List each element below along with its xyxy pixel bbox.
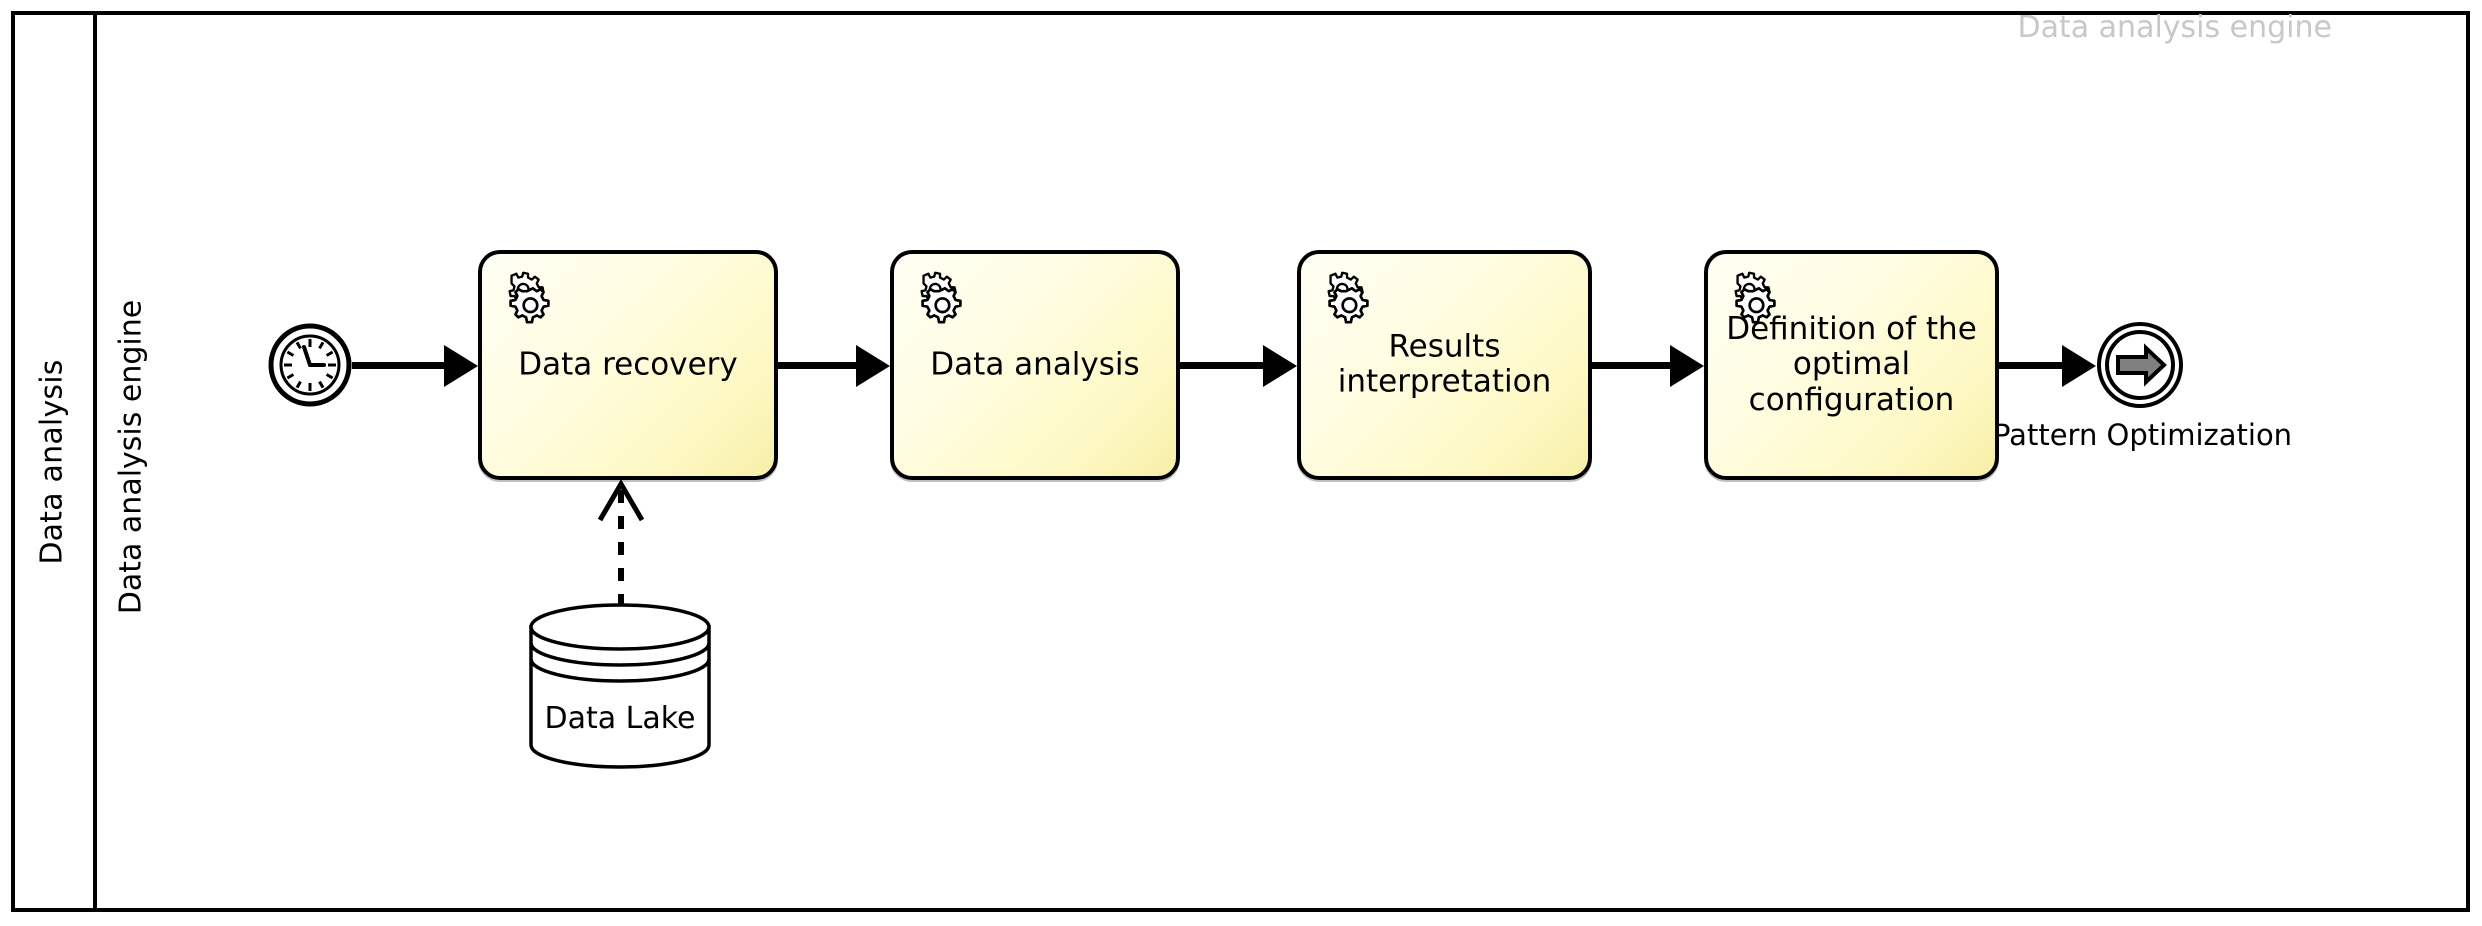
task-definition-optimal-configuration[interactable]: Definition of the optimal configuration <box>1704 250 1999 480</box>
data-association-arrowhead <box>597 479 645 522</box>
gear-icon <box>1734 271 1776 324</box>
sequence-flow-2-arrowhead <box>856 345 890 387</box>
task-label: Results interpretation <box>1337 328 1552 400</box>
data-association-line <box>618 490 624 608</box>
sequence-flow-3 <box>1180 362 1263 369</box>
gear-icon <box>508 271 550 324</box>
sequence-flow-1-arrowhead <box>444 345 478 387</box>
task-label: Data recovery <box>518 346 738 383</box>
lane-label: Data analysis engine <box>113 299 149 615</box>
data-store-label: Data Lake <box>544 701 696 736</box>
pool-frame <box>11 11 2470 912</box>
sequence-flow-4 <box>1592 362 1670 369</box>
clock-icon <box>268 323 352 407</box>
task-results-interpretation[interactable]: Results interpretation <box>1297 250 1592 480</box>
data-store-data-lake[interactable]: Data Lake <box>528 603 712 769</box>
gear-icon <box>920 271 962 324</box>
watermark-label: Data analysis engine <box>2017 10 2333 45</box>
end-event-label: Pattern Optimization <box>1993 418 2293 452</box>
task-data-recovery[interactable]: Data recovery <box>478 250 778 480</box>
sequence-flow-5 <box>1999 362 2062 369</box>
cylinder-icon <box>529 603 711 769</box>
task-label: Data analysis <box>930 346 1140 383</box>
task-data-analysis[interactable]: Data analysis <box>890 250 1180 480</box>
sequence-flow-2 <box>778 362 856 369</box>
task-label: Definition of the optimal configuration <box>1726 311 1977 418</box>
gear-icon <box>1327 271 1369 324</box>
sequence-flow-4-arrowhead <box>1670 345 1704 387</box>
arrow-right-icon <box>2097 322 2183 408</box>
start-event-timer[interactable] <box>268 323 352 407</box>
sequence-flow-3-arrowhead <box>1263 345 1297 387</box>
pool-label-cell: Data analysis <box>11 11 97 912</box>
pool-label: Data analysis <box>34 358 70 565</box>
sequence-flow-1 <box>352 362 444 369</box>
sequence-flow-5-arrowhead <box>2062 345 2096 387</box>
lane-label-cell: Data analysis engine <box>97 11 169 912</box>
end-event-pattern-optimization[interactable] <box>2096 321 2184 409</box>
